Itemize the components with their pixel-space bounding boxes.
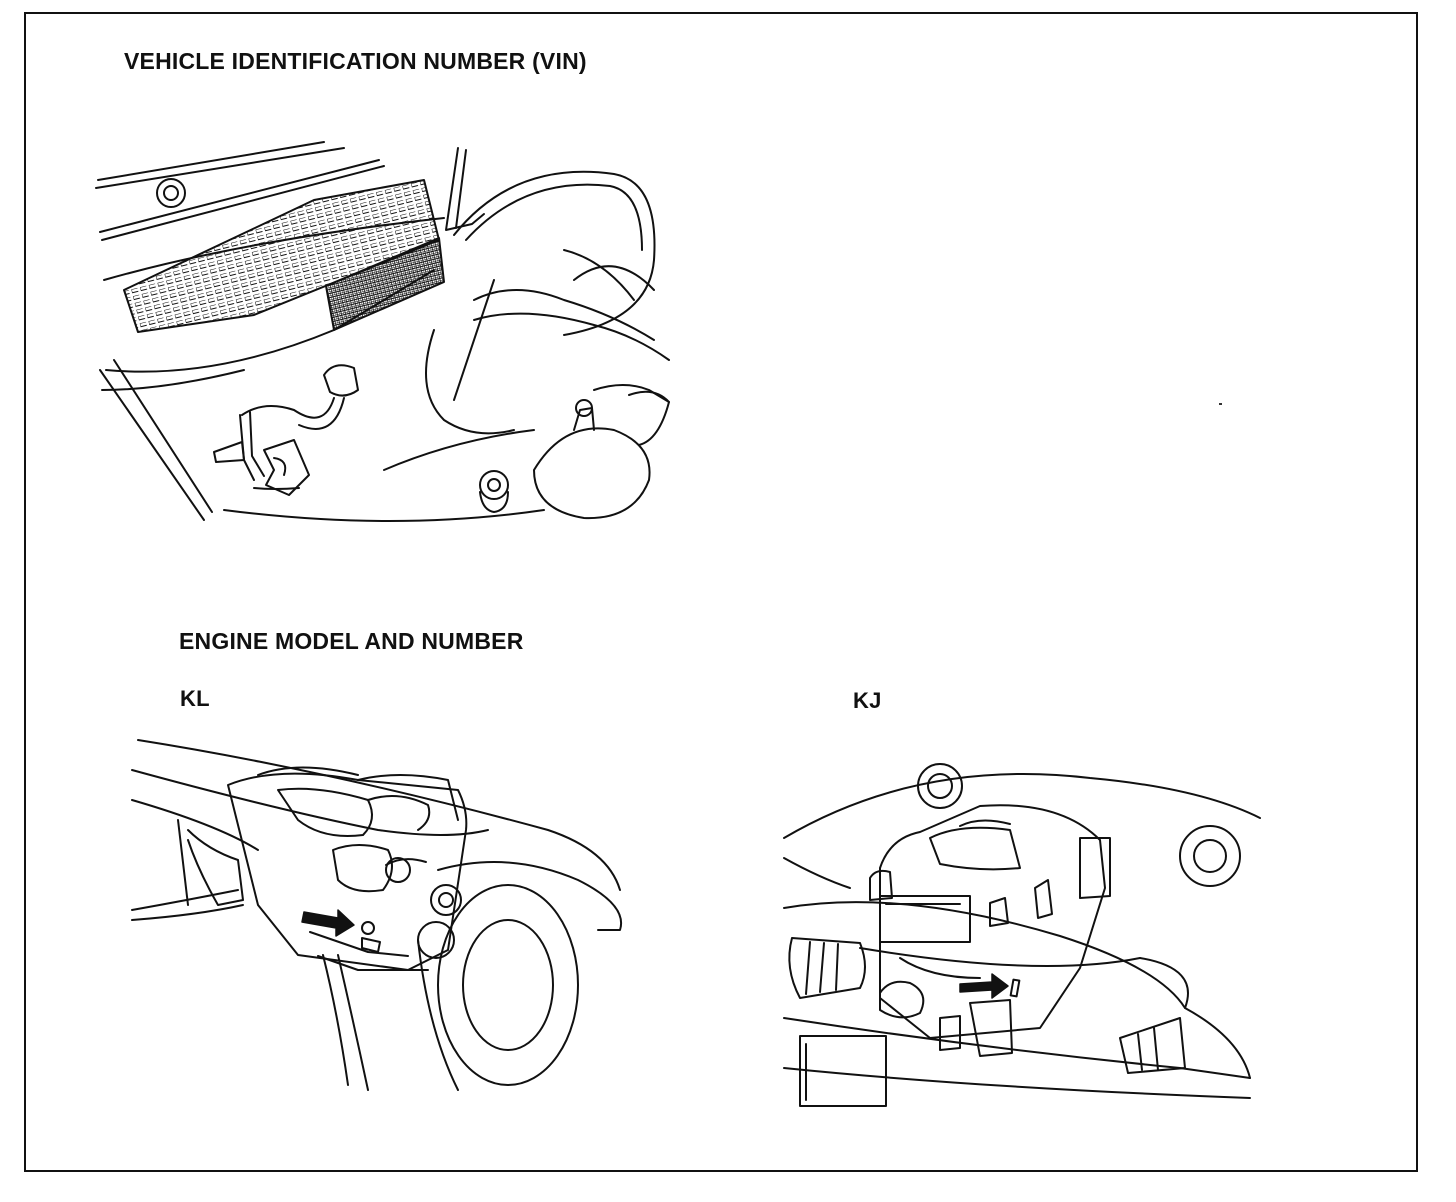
diagram-frame <box>24 12 1418 1172</box>
kl-pointer-arrow <box>302 910 354 936</box>
vin-location-illustration <box>94 140 674 530</box>
kl-engine-illustration <box>128 730 628 1100</box>
kj-engine-illustration <box>780 768 1270 1113</box>
kj-pointer-arrow <box>960 974 1008 998</box>
engine-section-title: ENGINE MODEL AND NUMBER <box>179 628 524 654</box>
kl-variant-label: KL <box>180 686 210 711</box>
kj-variant-label: KJ <box>853 688 882 713</box>
vin-section-title: VEHICLE IDENTIFICATION NUMBER (VIN) <box>124 48 587 74</box>
vin-plate <box>326 238 444 330</box>
stray-mark <box>1219 403 1222 405</box>
